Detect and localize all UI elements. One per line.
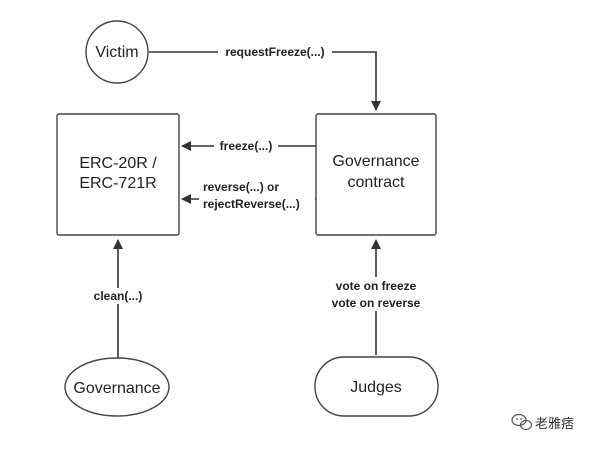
erc-label-line1: ERC-20R / — [79, 155, 157, 172]
governance-contract-label-line2: contract — [348, 174, 405, 191]
reverse-label-line1: reverse(...) or — [203, 180, 279, 194]
governance-contract-label-line1: Governance — [332, 153, 419, 170]
judges-label: Judges — [350, 379, 402, 396]
victim-node: Victim — [85, 20, 149, 84]
erc-token-node: ERC-20R / ERC-721R — [56, 113, 180, 236]
clean-label: clean(...) — [94, 289, 143, 303]
governance-label: Governance — [73, 380, 160, 397]
erc-label-line2: ERC-721R — [79, 175, 156, 192]
vote-label-line2: vote on reverse — [332, 296, 421, 310]
reverse-label-line2: rejectReverse(...) — [203, 197, 300, 211]
watermark-text: 老雅痞 — [535, 416, 574, 432]
judges-node: Judges — [314, 356, 439, 417]
governance-node: Governance — [64, 357, 170, 417]
request-freeze-label: requestFreeze(...) — [225, 45, 324, 59]
victim-label: Victim — [95, 44, 138, 61]
freeze-label: freeze(...) — [220, 139, 273, 153]
vote-label-line1: vote on freeze — [336, 279, 417, 293]
wechat-logo-icon — [511, 413, 533, 431]
governance-contract-node: Governance contract — [315, 113, 437, 236]
watermark: 老雅痞 — [511, 413, 574, 432]
request-freeze-arrow — [149, 51, 381, 111]
